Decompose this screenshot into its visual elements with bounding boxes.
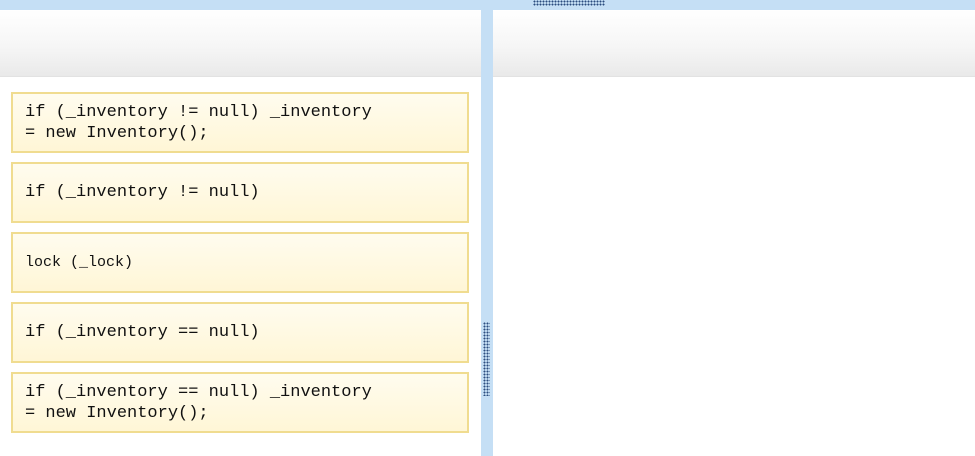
code-item-text: if (_inventory != null)	[25, 183, 260, 202]
top-splitter-grip[interactable]	[533, 0, 605, 6]
answer-pane-header	[493, 10, 975, 77]
draggable-code-item[interactable]: if (_inventory == null) _inventory = new…	[11, 372, 469, 433]
draggable-code-item[interactable]: lock (_lock)	[11, 232, 469, 293]
vertical-splitter[interactable]	[481, 10, 493, 456]
answer-pane[interactable]	[493, 10, 975, 456]
draggable-code-item[interactable]: if (_inventory == null)	[11, 302, 469, 363]
code-item-text: if (_inventory != null) _inventory = new…	[25, 102, 372, 143]
draggable-code-item[interactable]: if (_inventory != null)	[11, 162, 469, 223]
vertical-splitter-grip[interactable]	[483, 322, 490, 396]
top-splitter[interactable]	[0, 0, 975, 10]
code-item-text: if (_inventory == null)	[25, 323, 260, 342]
source-pane-header	[0, 10, 481, 77]
code-item-text: if (_inventory == null) _inventory = new…	[25, 382, 372, 423]
code-item-text: lock (_lock)	[25, 254, 134, 271]
draggable-code-item[interactable]: if (_inventory != null) _inventory = new…	[11, 92, 469, 153]
source-item-list: if (_inventory != null) _inventory = new…	[11, 92, 469, 442]
